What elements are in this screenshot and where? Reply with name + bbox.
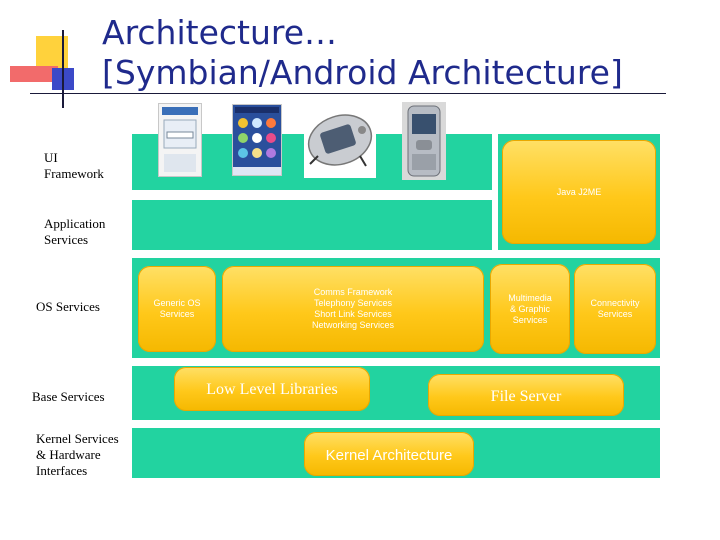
layer-label-os-services: OS Services	[36, 299, 100, 314]
file-server-box: File Server	[428, 374, 624, 416]
comms-framework-box: Comms Framework Telephony Services Short…	[222, 266, 484, 352]
page-title-line-1: Architecture…	[102, 13, 338, 52]
multimedia-graphic-services-label: Multimedia & Graphic Services	[508, 292, 552, 325]
layer-label-application-services: Application Services	[44, 216, 106, 247]
phone-screenshot-2-image	[233, 105, 281, 175]
connectivity-services-box: Connectivity Services	[574, 264, 656, 354]
connectivity-services-label: Connectivity Services	[590, 298, 640, 319]
java-j2me-label: Java J2ME	[556, 187, 602, 197]
multimedia-graphic-services-box: Multimedia & Graphic Services	[490, 264, 570, 354]
phone-screenshot-1	[158, 103, 202, 177]
nokia-phone-image	[304, 104, 376, 178]
comms-framework-label: Comms Framework Telephony Services Short…	[311, 287, 395, 330]
phone-screenshot-1-image	[162, 107, 198, 172]
nokia-slider-phone-image	[402, 102, 446, 180]
phone-screenshot-2	[232, 104, 282, 176]
java-j2me-box: Java J2ME	[502, 140, 656, 244]
layer-label-ui-framework: UI Framework	[44, 150, 104, 181]
nokia-phone-drawing	[304, 104, 376, 178]
title-deco-red-bar	[10, 66, 58, 82]
title-deco-vertical-line	[62, 30, 64, 108]
layer-label-base-services: Base Services	[32, 389, 105, 404]
generic-os-services-box: Generic OS Services	[138, 266, 216, 352]
layer-label-kernel-services: Kernel Services & Hardware Interfaces	[36, 431, 119, 478]
page-title-line-2: [Symbian/Android Architecture]	[102, 53, 623, 92]
application-services-band	[132, 200, 492, 250]
generic-os-services-label: Generic OS Services	[153, 298, 201, 319]
file-server-label: File Server	[490, 388, 562, 405]
low-level-libraries-label: Low Level Libraries	[206, 381, 338, 398]
kernel-architecture-box: Kernel Architecture	[304, 432, 474, 476]
title-deco-horizontal-line	[30, 93, 666, 94]
low-level-libraries-box: Low Level Libraries	[174, 367, 370, 411]
kernel-architecture-label: Kernel Architecture	[325, 446, 453, 464]
nokia-slider-phone-drawing	[402, 102, 446, 180]
